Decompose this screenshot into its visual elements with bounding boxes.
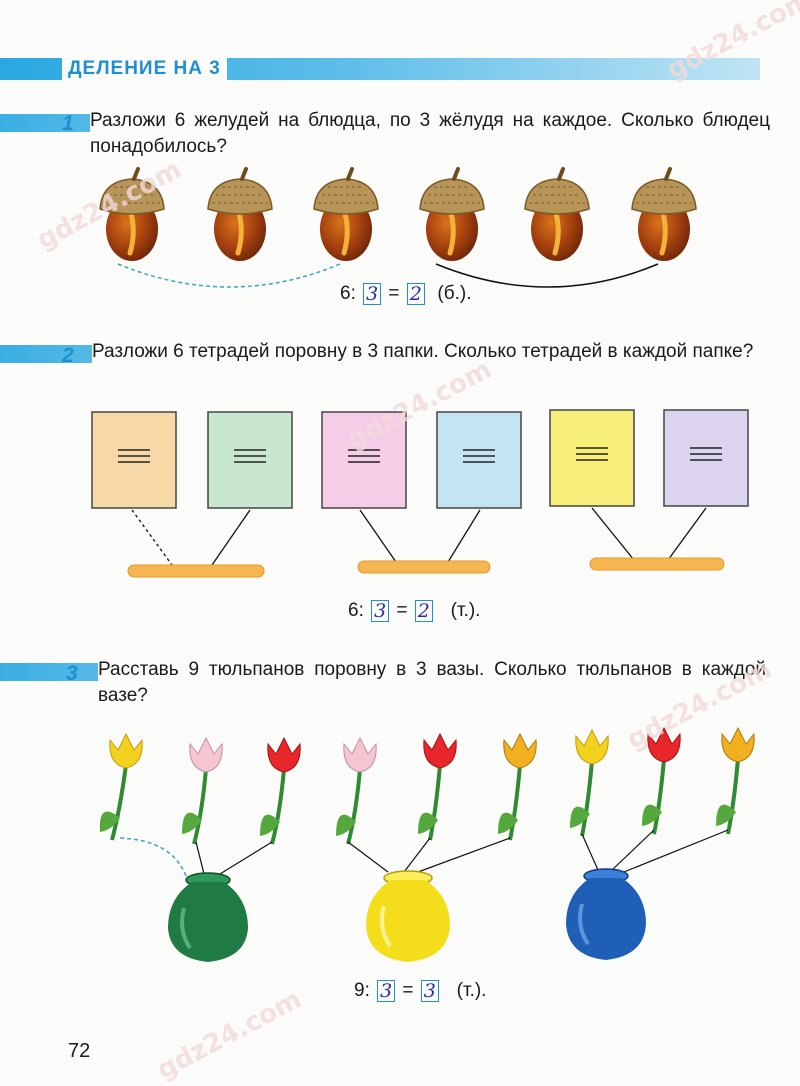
page-number: 72: [68, 1040, 91, 1062]
acorn: [99, 167, 165, 261]
task-2-equation: 6: 3 = 2 (т.).: [348, 600, 480, 622]
answer-box[interactable]: 3: [420, 980, 439, 1002]
division-sign: :: [358, 600, 364, 622]
notebook: [207, 411, 293, 509]
acorn: [524, 167, 590, 261]
folder-tray: [127, 564, 265, 578]
answer-box[interactable]: 3: [363, 283, 382, 305]
notebook: [436, 411, 522, 509]
division-sign: :: [350, 283, 356, 305]
vases: [168, 868, 646, 962]
answer-box[interactable]: 2: [414, 600, 433, 622]
answer-box[interactable]: 2: [406, 283, 425, 305]
tulip: [716, 726, 755, 835]
equals-sign: =: [388, 283, 400, 305]
folder-tray: [589, 557, 725, 571]
tulip: [570, 728, 609, 837]
acorn: [419, 167, 485, 261]
vase: [366, 870, 450, 962]
task-3-equation: 9: 3 = 3 (т.).: [354, 980, 486, 1002]
group-arc: [435, 263, 659, 288]
notebook: [663, 409, 749, 507]
acorn: [207, 167, 273, 261]
task-1-text: Разложи 6 желудей на блюдца, по 3 жёлудя…: [90, 108, 770, 160]
notebooks: [91, 409, 749, 578]
acorn: [313, 167, 379, 261]
task-1-equation: 6: 3 = 2 (б.).: [340, 283, 471, 305]
acorns: [99, 167, 697, 288]
task-2-number: 2: [62, 344, 74, 367]
folder-tray: [357, 560, 491, 574]
task-2-text: Разложи 6 тетрадей поровну в 3 папки. Ск…: [92, 339, 772, 365]
equals-sign: =: [396, 600, 408, 622]
tulip: [642, 726, 681, 835]
notebook: [321, 411, 407, 509]
tulip: [418, 732, 457, 841]
answer-box[interactable]: 3: [377, 980, 396, 1002]
tulip: [182, 736, 223, 845]
unit-label: (т.).: [456, 980, 487, 1002]
dividend: 9: [354, 980, 365, 1002]
tulip: [260, 736, 301, 845]
tulips: [99, 726, 755, 877]
equals-sign: =: [402, 980, 414, 1002]
task-3-number: 3: [66, 662, 78, 685]
unit-label: (т.).: [450, 600, 481, 622]
unit-label: (б.).: [437, 283, 472, 305]
vase: [168, 872, 248, 962]
tulip: [99, 732, 143, 841]
division-sign: :: [364, 980, 370, 1002]
tulip: [498, 732, 537, 841]
task-1-number: 1: [62, 112, 74, 135]
answer-box[interactable]: 3: [371, 600, 390, 622]
notebook: [549, 409, 635, 507]
dividend: 6: [340, 283, 351, 305]
tulip: [336, 736, 377, 845]
section-title: ДЕЛЕНИЕ НА 3: [62, 58, 227, 80]
task-3-text: Расставь 9 тюльпанов поровну в 3 вазы. С…: [98, 657, 766, 709]
dividend: 6: [348, 600, 359, 622]
acorn: [631, 167, 697, 261]
notebook: [91, 411, 177, 509]
vase: [566, 868, 646, 960]
group-arc-dashed: [117, 263, 341, 288]
